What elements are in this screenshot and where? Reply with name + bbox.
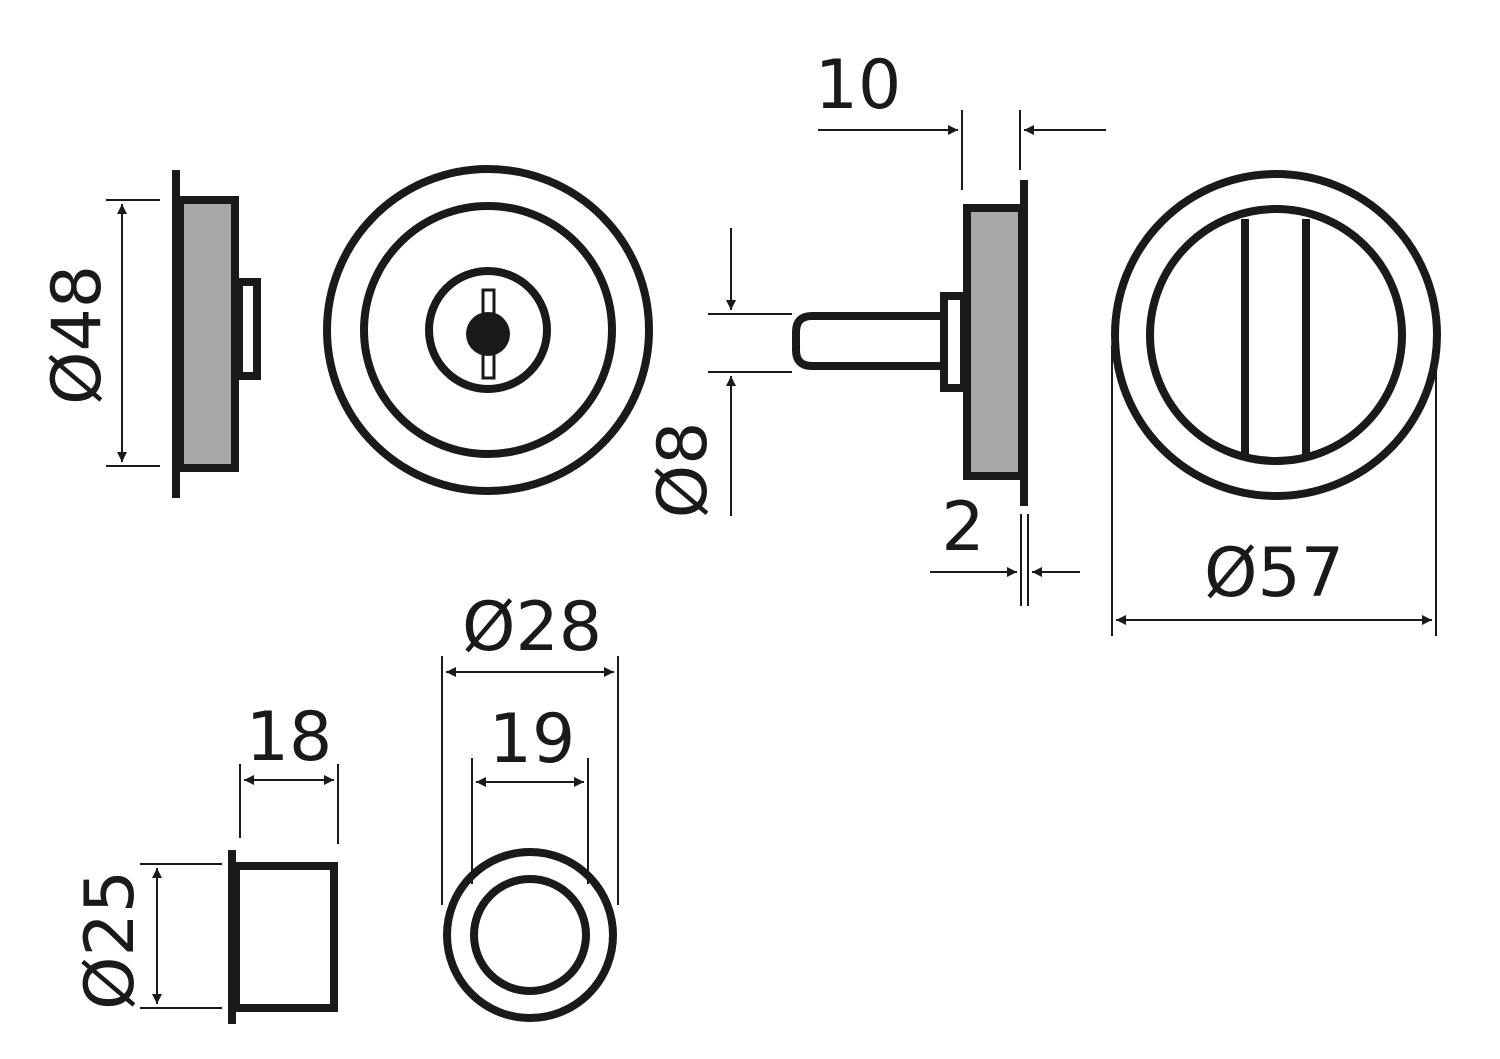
dimension-label-d25: Ø25	[71, 870, 150, 1010]
dimension-d19: 19	[471, 700, 589, 884]
turn-knob-shaded	[963, 204, 1026, 480]
ring-front-view	[443, 848, 617, 1022]
escutcheon-body-shaded	[176, 196, 239, 472]
dimension-label-d19: 19	[489, 700, 576, 779]
dimension-label-w10: 10	[815, 46, 902, 125]
ring-side-view	[228, 850, 338, 1024]
turn-knob-front-view	[1111, 170, 1441, 500]
dimension-d28: Ø28	[441, 588, 619, 905]
dimension-label-w2: 2	[941, 488, 984, 567]
dimension-label-w18: 18	[246, 698, 333, 777]
dimension-d57: Ø57	[1111, 345, 1437, 636]
dimension-label-d57: Ø57	[1204, 534, 1344, 613]
dimension-w10: 10	[815, 46, 1106, 190]
dimension-w18: 18	[239, 698, 339, 844]
dimension-label-d48: Ø48	[38, 265, 117, 405]
escutcheon-side-view	[172, 170, 261, 498]
dimension-label-d28: Ø28	[462, 588, 602, 667]
dimension-d25: Ø25	[71, 863, 222, 1010]
dimension-d8: Ø8	[644, 228, 792, 518]
dimension-w2: 2	[930, 488, 1080, 606]
spindle-side-view	[792, 180, 1028, 506]
keyhole-dot	[466, 312, 510, 356]
dimension-label-d8: Ø8	[644, 422, 723, 519]
dimension-d48: Ø48	[38, 199, 160, 467]
lock-escutcheon-front-view	[323, 165, 653, 495]
